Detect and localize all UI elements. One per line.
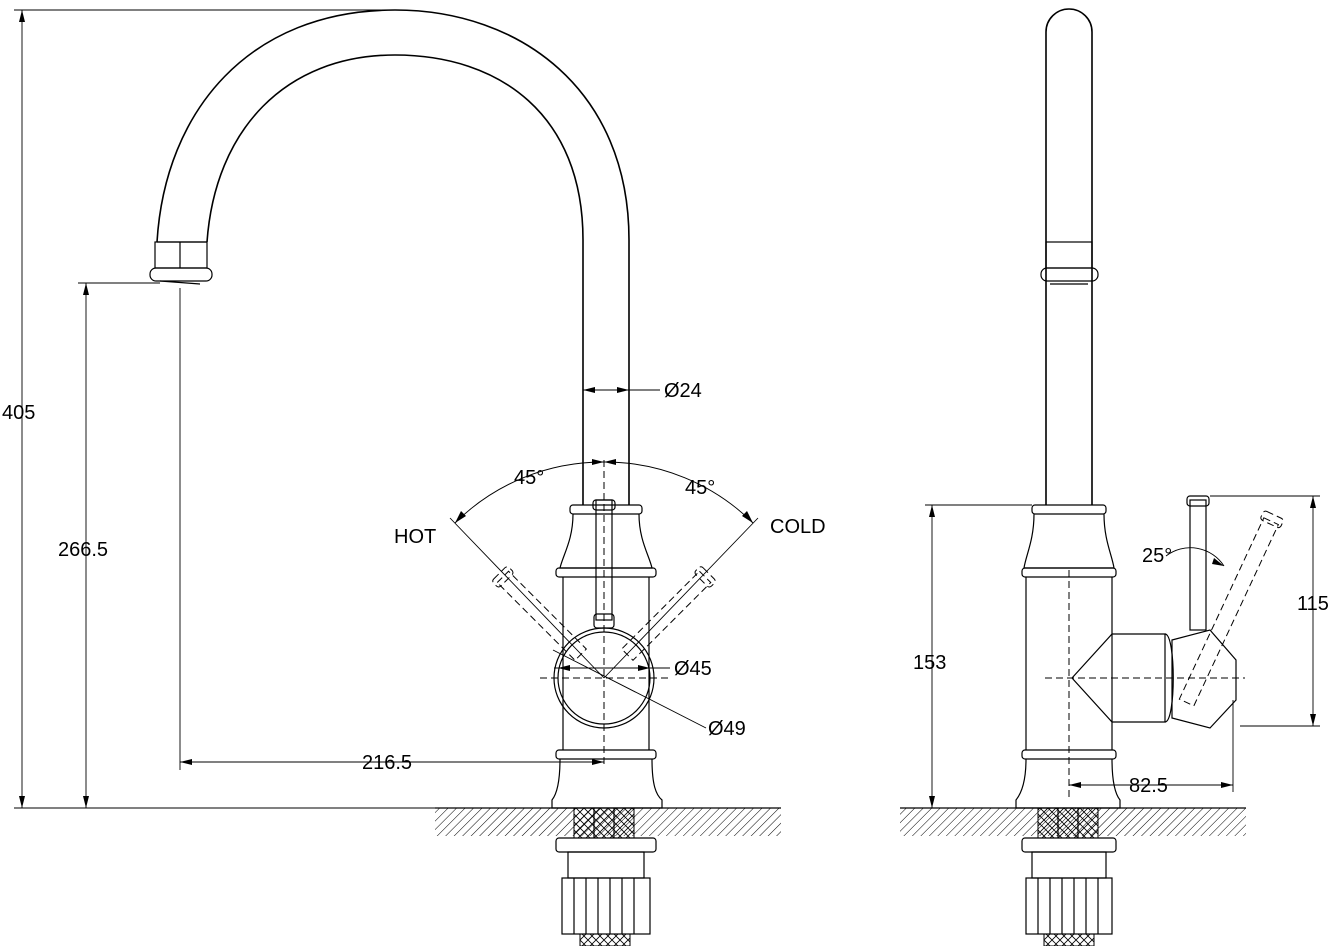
dim-lever-reach: 82.5 [1069, 700, 1234, 797]
dim-total-height: 405 [2, 9, 435, 809]
dim-spout-height-label: 266.5 [58, 539, 108, 561]
dim-body-height-label: 153 [913, 652, 946, 674]
front-valve-body [540, 460, 668, 809]
side-spout [1040, 8, 1099, 505]
dim-spout-diameter: Ø24 [583, 380, 702, 402]
cold-label: COLD [770, 516, 826, 538]
dim-lever-height: 115 [1210, 495, 1329, 727]
front-spout [149, 9, 630, 505]
dim-handle-angles: 45° 45° HOT COLD [394, 459, 826, 679]
hot-label: HOT [394, 526, 436, 548]
dim-spout-height: 266.5 [58, 282, 160, 808]
dim-body-diameter-inner-label: Ø45 [674, 658, 712, 680]
dim-spout-reach: 216.5 [179, 288, 604, 774]
side-view: 153 115 82.5 25° [900, 8, 1329, 946]
side-supply-connection [1021, 807, 1117, 946]
side-lever-handle [1178, 495, 1284, 707]
dim-spout-diameter-label: Ø24 [664, 380, 702, 402]
side-valve-body [1015, 504, 1121, 809]
dim-lever-angle-label: 25° [1142, 545, 1172, 567]
dim-body-diameter-outer-label: Ø49 [708, 718, 746, 740]
front-lever-handle [492, 499, 716, 662]
dim-total-height-label: 405 [2, 402, 35, 424]
dim-body-height: 153 [913, 504, 1032, 808]
dim-lever-height-label: 115 [1297, 593, 1329, 615]
dim-lever-reach-label: 82.5 [1129, 775, 1168, 797]
angle-cold-label: 45° [685, 477, 715, 499]
front-view: 405 266.5 216.5 Ø24 [2, 9, 826, 946]
dim-body-diameters: Ø45 Ø49 [552, 649, 746, 740]
angle-hot-label: 45° [514, 467, 544, 489]
side-cartridge [1045, 629, 1245, 729]
dim-spout-reach-label: 216.5 [362, 752, 412, 774]
front-supply-connection [555, 807, 657, 946]
dim-lever-angle: 25° [1142, 545, 1225, 567]
